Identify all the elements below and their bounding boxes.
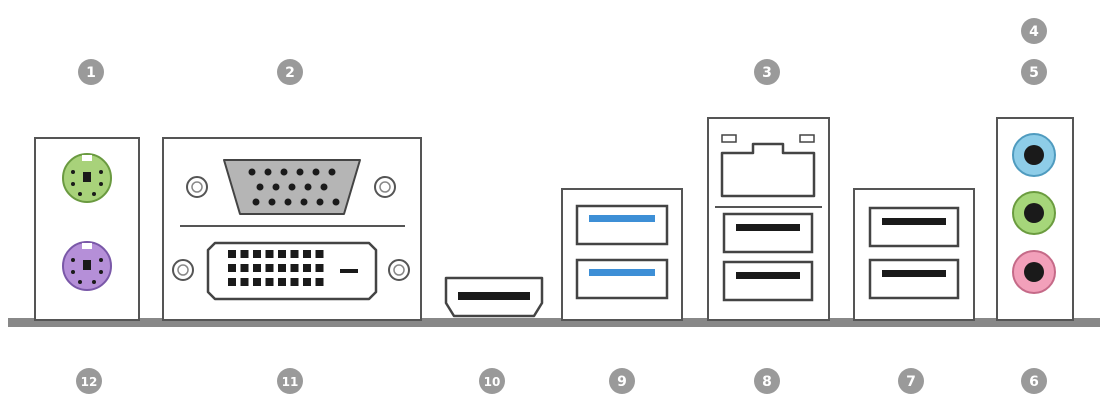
dvi-screw-right — [388, 259, 410, 281]
callout-label-9: 9 — [617, 374, 627, 390]
callout-badge-2: 2 — [277, 59, 303, 85]
dvi-pin — [240, 278, 249, 286]
dvi-pin — [228, 278, 236, 286]
dvi-pin — [303, 264, 311, 272]
dvi-pin — [315, 250, 324, 258]
vga-screw-right — [374, 176, 396, 198]
vga-dvi-group — [162, 137, 422, 321]
callout-label-10: 10 — [484, 375, 501, 389]
audio-line-in-jack — [1012, 133, 1056, 177]
audio-jack-group — [996, 117, 1074, 321]
dvi-pin — [315, 278, 324, 286]
usb2-port-group — [853, 188, 975, 321]
callout-badge-8: 8 — [754, 368, 780, 394]
vga-pin — [280, 168, 288, 176]
dvi-pin — [253, 278, 261, 286]
vga-pin — [332, 198, 340, 206]
usb2-port-bottom — [722, 260, 814, 302]
dvi-pin — [228, 250, 236, 258]
hdmi-port — [444, 276, 544, 318]
dvi-pin — [240, 264, 249, 272]
vga-pin — [264, 168, 272, 176]
vga-pin — [252, 198, 260, 206]
callout-badge-6: 6 — [1021, 368, 1047, 394]
dvi-pin — [278, 250, 286, 258]
callout-badge-4: 4 — [1021, 18, 1047, 44]
dvi-pin — [290, 264, 299, 272]
dvi-port — [172, 241, 410, 301]
lan-led-left — [721, 134, 737, 143]
usb2-port-right-top — [868, 206, 960, 248]
vga-screw-left — [186, 176, 208, 198]
callout-label-5: 5 — [1029, 65, 1039, 81]
vga-pin — [288, 183, 296, 191]
dvi-pin — [278, 264, 286, 272]
ps2-mouse-port — [62, 153, 112, 203]
usb2-port-right-bottom — [868, 258, 960, 300]
callout-badge-12: 12 — [76, 368, 102, 394]
callout-badge-5: 5 — [1021, 59, 1047, 85]
vga-pin — [268, 198, 276, 206]
usb3-port-top — [575, 204, 669, 246]
callout-badge-7: 7 — [898, 368, 924, 394]
vga-pin — [320, 183, 328, 191]
audio-line-out-jack — [1012, 191, 1056, 235]
vga-port — [186, 159, 396, 215]
callout-badge-3: 3 — [754, 59, 780, 85]
dvi-pin — [265, 264, 274, 272]
dvi-pin — [290, 250, 299, 258]
usb3-port-bottom — [575, 258, 669, 300]
callout-label-1: 1 — [86, 65, 96, 81]
dvi-pin — [303, 278, 311, 286]
lan-usb-group — [707, 117, 830, 321]
callout-badge-10: 10 — [479, 368, 505, 394]
vga-pin — [296, 168, 304, 176]
audio-mic-jack — [1012, 250, 1056, 294]
base-strip — [8, 318, 1100, 327]
dvi-pin — [290, 278, 299, 286]
vga-pin — [304, 183, 312, 191]
ps2-keyboard-port — [62, 241, 112, 291]
vga-pin — [248, 168, 256, 176]
callout-badge-9: 9 — [609, 368, 635, 394]
dvi-pin — [303, 250, 311, 258]
usb3-port-group — [561, 188, 683, 321]
vga-pin — [300, 198, 308, 206]
callout-badge-11: 11 — [277, 368, 303, 394]
callout-label-3: 3 — [762, 65, 772, 81]
callout-label-7: 7 — [906, 374, 916, 390]
dvi-screw-left — [172, 259, 194, 281]
callout-label-8: 8 — [762, 374, 772, 390]
vga-pin — [316, 198, 324, 206]
dvi-pin — [278, 278, 286, 286]
dvi-pin — [265, 278, 274, 286]
dvi-pin — [265, 250, 274, 258]
lan-port — [720, 134, 816, 198]
dvi-pin — [228, 264, 236, 272]
vga-pin — [272, 183, 280, 191]
dvi-pin — [253, 264, 261, 272]
callout-label-11: 11 — [282, 375, 299, 389]
ps2-port-group — [34, 137, 140, 321]
callout-label-12: 12 — [81, 375, 98, 389]
vga-pin — [284, 198, 292, 206]
dvi-pin — [315, 264, 324, 272]
dvi-pin — [253, 250, 261, 258]
vga-pin — [256, 183, 264, 191]
dvi-pin — [240, 250, 249, 258]
callout-label-6: 6 — [1029, 374, 1039, 390]
callout-label-4: 4 — [1029, 24, 1039, 40]
callout-label-2: 2 — [285, 65, 295, 81]
callout-badge-1: 1 — [78, 59, 104, 85]
vga-pin — [312, 168, 320, 176]
usb2-port-top — [722, 212, 814, 254]
vga-pin — [328, 168, 336, 176]
lan-led-right — [799, 134, 815, 143]
